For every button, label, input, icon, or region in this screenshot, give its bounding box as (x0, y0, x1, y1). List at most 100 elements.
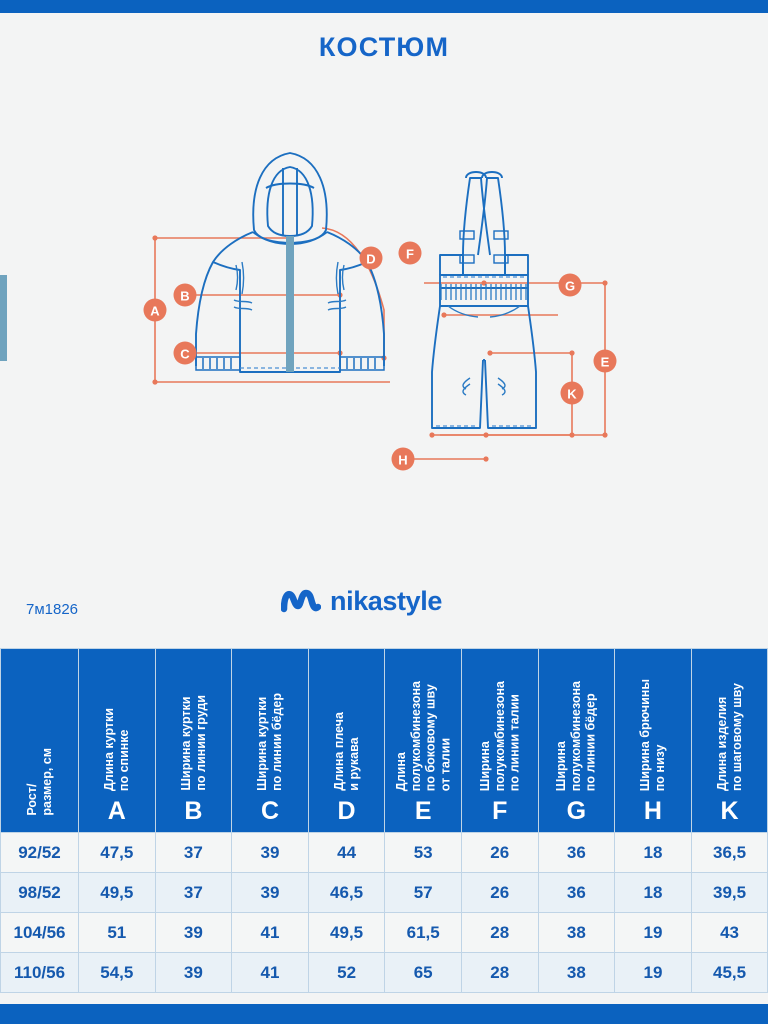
svg-text:E: E (601, 355, 610, 370)
column-header-c: Ширина куртки по линии бёдер C (231, 648, 309, 833)
column-letter: K (720, 797, 739, 825)
column-letter: B (184, 797, 203, 825)
cell-c: 41 (231, 952, 309, 993)
jacket-pocket-detail (233, 261, 347, 311)
marker-F: F (398, 241, 422, 265)
cell-size: 104/56 (0, 912, 79, 953)
marker-B: B (173, 283, 197, 307)
cell-c: 41 (231, 912, 309, 953)
pants-h-dot (483, 456, 489, 462)
cell-e: 65 (384, 952, 462, 993)
cell-k: 45,5 (690, 952, 768, 993)
garment-illustration: A B C D F G E K H (0, 110, 768, 530)
cell-size: 98/52 (0, 872, 79, 913)
cell-d: 52 (307, 952, 386, 993)
column-label: Длина полукомбинезона по боковому шву от… (393, 680, 452, 791)
svg-text:D: D (366, 252, 375, 267)
column-header-h: Ширина брючины по низу H (614, 648, 692, 833)
column-header-k: Длина изделия по шаговому шву K (690, 648, 768, 833)
brand-row: 7м1826 nikastyle (0, 586, 768, 636)
svg-text:G: G (565, 279, 575, 294)
page-title: КОСТЮМ (318, 32, 450, 62)
size-table-body: 92/52 47,5 37 39 44 53 26 36 18 36,5 98/… (0, 832, 768, 993)
column-header-e: Длина полукомбинезона по боковому шву от… (384, 648, 462, 833)
cell-d: 44 (307, 832, 386, 873)
marker-E: E (593, 349, 617, 373)
svg-text:A: A (150, 304, 160, 319)
illustration-svg: A B C D F G E K H (0, 152, 617, 471)
cell-b: 39 (154, 912, 233, 953)
column-letter: D (337, 797, 356, 825)
top-accent-bar (0, 0, 768, 13)
cell-h: 18 (614, 832, 692, 873)
cell-c: 39 (231, 872, 309, 913)
column-label: Длина куртки по спинке (102, 707, 131, 791)
svg-text:K: K (567, 387, 577, 402)
column-header-b: Ширина куртки по линии груди B (154, 648, 233, 833)
column-label: Ширина куртки по линии груди (178, 695, 208, 791)
cell-g: 38 (537, 912, 616, 953)
pants-measure-dots (429, 280, 608, 438)
column-letter: A (107, 797, 126, 825)
pants-strap-buckles (459, 230, 509, 264)
svg-text:C: C (180, 347, 190, 362)
column-header-a: Длина куртки по спинке A (78, 648, 156, 833)
marker-H: H (391, 447, 415, 471)
jacket-cuffs (195, 356, 385, 371)
cell-a: 51 (78, 912, 156, 953)
cell-b: 39 (154, 952, 233, 993)
column-label: Ширина брючины по низу (638, 678, 667, 791)
column-label: Ширина полукомбинезона по линии талии (477, 680, 522, 791)
column-label: Ширина куртки по линии бёдер (255, 693, 284, 791)
cell-k: 43 (690, 912, 768, 953)
column-label: Длина изделия по шаговому шву (714, 683, 744, 791)
cell-f: 28 (460, 952, 539, 993)
column-letter: E (414, 797, 432, 825)
svg-text:B: B (180, 289, 189, 304)
column-letter: G (566, 797, 587, 825)
column-header-size: Рост/ размер, см (0, 648, 79, 833)
bottom-accent-bar (0, 1004, 768, 1024)
table-row: 104/56 51 39 41 49,5 61,5 28 38 19 43 (0, 912, 768, 953)
marker-A: A (143, 298, 167, 322)
size-table: Рост/ размер, см Длина куртки по спинке … (0, 648, 768, 993)
column-label: Рост/ размер, см (24, 748, 54, 816)
jacket-zipper (286, 236, 294, 372)
marker-K: K (560, 381, 584, 405)
column-label: Ширина полукомбинезона по линии бёдер (554, 680, 598, 791)
cell-g: 36 (537, 872, 616, 913)
column-header-f: Ширина полукомбинезона по линии талии F (460, 648, 539, 833)
cell-h: 19 (614, 912, 692, 953)
cell-size: 110/56 (0, 952, 79, 993)
column-letter: H (643, 797, 662, 825)
cell-g: 36 (537, 832, 616, 873)
table-row: 110/56 54,5 39 41 52 65 28 38 19 45,5 (0, 952, 768, 993)
measure-markers: A B C D F G E K H (143, 241, 617, 471)
cell-e: 57 (384, 872, 462, 913)
column-header-g: Ширина полукомбинезона по линии бёдер G (537, 648, 616, 833)
table-row: 92/52 47,5 37 39 44 53 26 36 18 36,5 (0, 832, 768, 873)
cell-h: 19 (614, 952, 692, 993)
cell-k: 39,5 (690, 872, 768, 913)
cell-b: 37 (154, 832, 233, 873)
cell-c: 39 (231, 832, 309, 873)
cell-a: 47,5 (78, 832, 156, 873)
pants-pocket-detail (447, 305, 521, 396)
column-header-d: Длина плеча и рукава D (307, 648, 386, 833)
cell-f: 26 (460, 832, 539, 873)
cell-f: 28 (460, 912, 539, 953)
brand-logo: nikastyle (281, 586, 442, 617)
brand-name: nikastyle (330, 586, 442, 616)
cell-f: 26 (460, 872, 539, 913)
cell-e: 61,5 (384, 912, 462, 953)
table-row: 98/52 49,5 37 39 46,5 57 26 36 18 39,5 (0, 872, 768, 913)
svg-text:F: F (406, 247, 414, 262)
column-letter: F (492, 797, 508, 825)
article-number: 7м1826 (26, 601, 79, 618)
cell-d: 49,5 (307, 912, 386, 953)
svg-text:H: H (398, 453, 407, 468)
pants-center-zipper (0, 275, 7, 361)
cell-a: 49,5 (78, 872, 156, 913)
cell-g: 38 (537, 952, 616, 993)
header-row: Рост/ размер, см Длина куртки по спинке … (0, 648, 768, 833)
